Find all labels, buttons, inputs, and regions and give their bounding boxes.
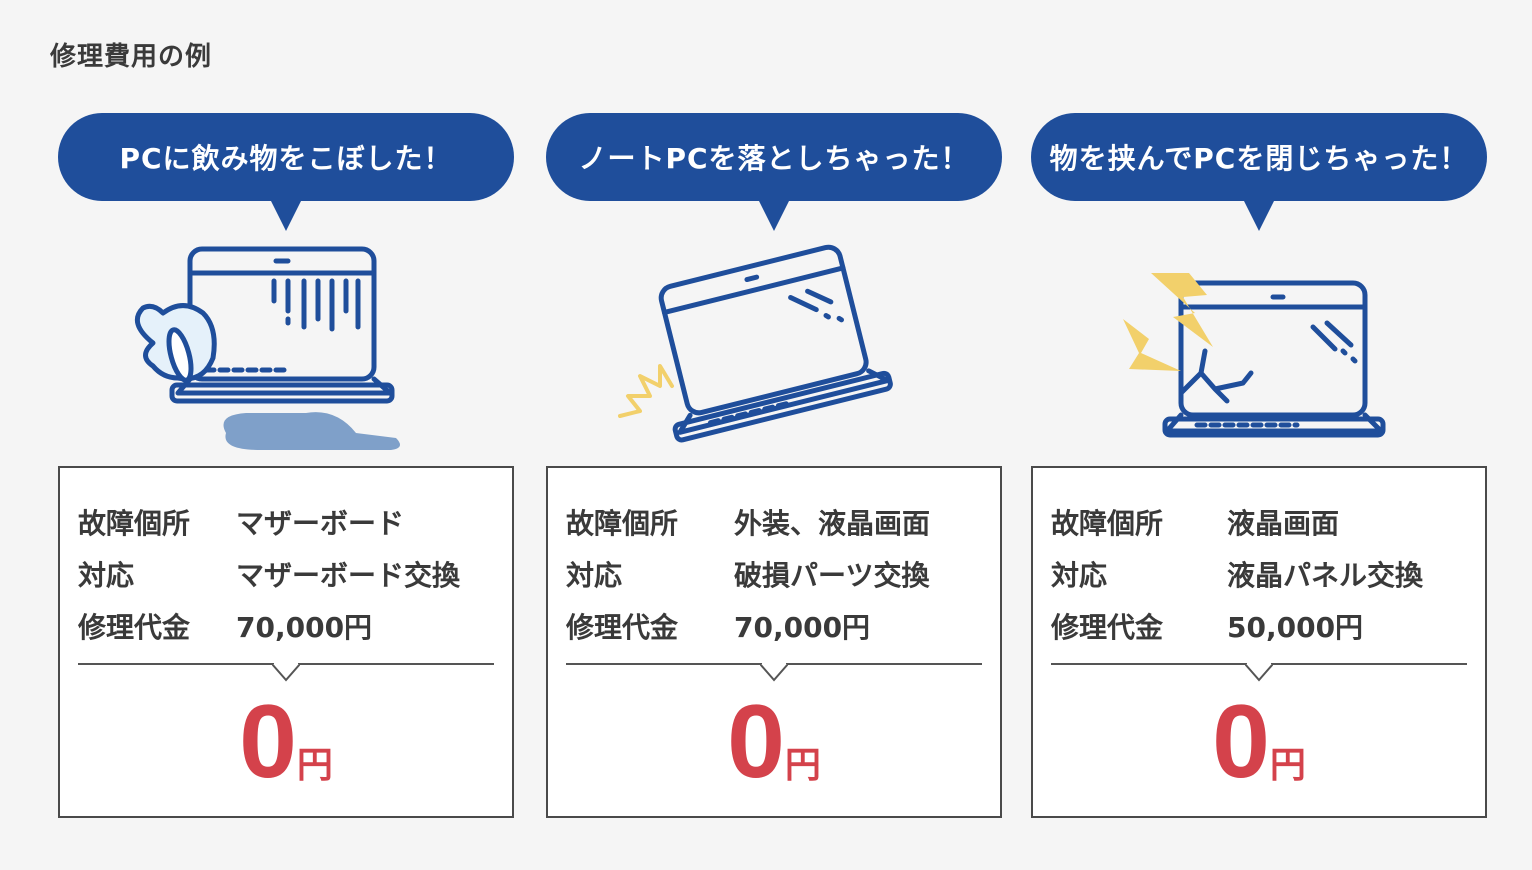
detail-row-location: 故障個所 液晶画面 (1051, 496, 1467, 548)
row-value: 70,000円 (734, 611, 871, 644)
detail-row-location: 故障個所 マザーボード (78, 496, 494, 548)
row-label: 修理代金 (566, 611, 679, 644)
arrow-down-icon (760, 662, 788, 682)
row-value: 外装、液晶画面 (734, 507, 931, 540)
repair-case-cracked: 物を挟んでPCを閉じちゃった！ 故障個所 液晶画面 対応 液晶パネル交換 修理代金 5… (1031, 113, 1487, 818)
row-label: 故障個所 (566, 507, 679, 540)
row-value: 破損パーツ交換 (734, 559, 930, 592)
detail-row-cost: 修理代金 50,000円 (1051, 600, 1467, 652)
detail-row-cost: 修理代金 70,000円 (78, 600, 494, 652)
arrow-down-icon (1245, 662, 1273, 682)
detail-row-action: 対応 液晶パネル交換 (1051, 548, 1467, 600)
laptop-cracked-screen-icon (1031, 233, 1487, 468)
speech-bubble: 物を挟んでPCを閉じちゃった！ (1031, 113, 1487, 201)
row-value: 液晶パネル交換 (1227, 559, 1424, 592)
repair-case-spill: PCに飲み物をこぼした！ 故障個所 マザーボード 対応 マザーボード交換 修理代金 7… (58, 113, 514, 818)
row-label: 故障個所 (1051, 507, 1164, 540)
repair-detail-card: 故障個所 液晶画面 対応 液晶パネル交換 修理代金 50,000円 0円 (1031, 466, 1487, 818)
bubble-text: ノートPCを落としちゃった！ (578, 142, 970, 175)
detail-row-action: 対応 マザーボード交換 (78, 548, 494, 600)
row-value: 70,000円 (236, 611, 373, 644)
speech-bubble: ノートPCを落としちゃった！ (546, 113, 1002, 201)
row-label: 故障個所 (78, 507, 191, 540)
row-label: 対応 (78, 559, 135, 592)
row-label: 対応 (1051, 559, 1108, 592)
speech-bubble: PCに飲み物をこぼした！ (58, 113, 514, 201)
laptop-spill-icon (58, 233, 514, 468)
row-value: 50,000円 (1227, 611, 1364, 644)
final-price: 0円 (239, 684, 333, 800)
row-value: マザーボード交換 (236, 559, 461, 592)
final-price: 0円 (727, 684, 821, 800)
row-value: マザーボード (236, 507, 405, 540)
detail-row-location: 故障個所 外装、液晶画面 (566, 496, 982, 548)
detail-row-cost: 修理代金 70,000円 (566, 600, 982, 652)
bubble-text: 物を挟んでPCを閉じちゃった！ (1049, 142, 1469, 175)
repair-detail-card: 故障個所 外装、液晶画面 対応 破損パーツ交換 修理代金 70,000円 0円 (546, 466, 1002, 818)
repair-case-dropped: ノートPCを落としちゃった！ 故障個所 外装、液晶画面 対応 破損パーツ交換 修理代… (546, 113, 1002, 818)
final-price: 0円 (1212, 684, 1306, 800)
row-label: 修理代金 (1051, 611, 1164, 644)
detail-row-action: 対応 破損パーツ交換 (566, 548, 982, 600)
repair-detail-card: 故障個所 マザーボード 対応 マザーボード交換 修理代金 70,000円 0円 (58, 466, 514, 818)
row-label: 対応 (566, 559, 623, 592)
row-label: 修理代金 (78, 611, 191, 644)
row-value: 液晶画面 (1227, 507, 1340, 540)
bubble-text: PCに飲み物をこぼした！ (119, 142, 453, 175)
page-title: 修理費用の例 (50, 42, 213, 72)
arrow-down-icon (272, 662, 300, 682)
laptop-dropped-icon (546, 233, 1002, 468)
